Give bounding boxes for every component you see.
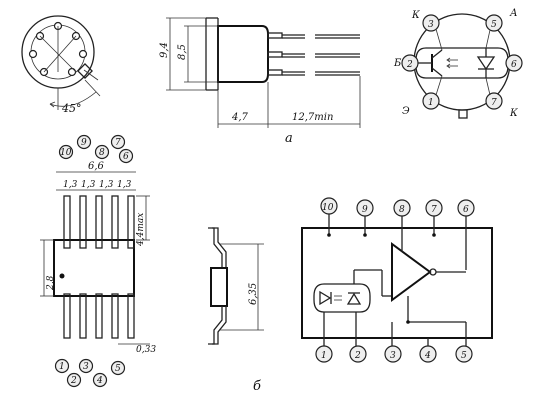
- dim-width: 6,6: [88, 161, 105, 172]
- dim-height-inner: 8,5: [177, 44, 188, 60]
- side-profile-b: 6,35 б: [208, 227, 264, 394]
- dim-pitch-1: 1,3: [63, 180, 78, 190]
- round-package-view: 45°: [21, 15, 101, 115]
- pin-b-10: 10: [322, 203, 334, 213]
- dip-package-view: 10 9 8 7 6 6,6 1,3 1,3 1,3 1,3: [40, 134, 156, 388]
- pin-b-10-top: 10: [60, 148, 72, 158]
- pin-a-2: 2: [406, 60, 413, 70]
- pin-b-4-bot: 4: [96, 376, 103, 386]
- pin-b-2-bot: 2: [70, 376, 77, 386]
- pin-a-3: 3: [428, 20, 434, 30]
- mark-k1: К: [411, 10, 420, 21]
- dim-lead-h: 4,4max: [136, 213, 146, 247]
- pin-b-9: 9: [362, 205, 368, 215]
- side-view-a: 9,4 8,5 4,7 12,7min а: [159, 17, 361, 146]
- mark-e: Э: [402, 106, 410, 117]
- pin-b-3-bot: 3: [83, 362, 89, 372]
- pin-b-5-bot: 5: [115, 364, 121, 374]
- mark-k2: К: [509, 108, 518, 119]
- dim-body-h: 2,8: [46, 275, 56, 291]
- dim-lead-w: 0,33: [136, 345, 156, 355]
- pin-b-7: 7: [431, 205, 437, 215]
- pin-a-5: 5: [491, 20, 497, 30]
- pin-b-1-bot: 1: [59, 362, 65, 372]
- dim-body-len: 4,7: [231, 112, 249, 123]
- pin-b-5: 5: [461, 351, 467, 361]
- dim-pitch-3: 1,3: [99, 180, 114, 190]
- pin-b-6-top: 6: [123, 152, 129, 162]
- pin-b-3: 3: [390, 351, 396, 361]
- dim-height-outer: 9,4: [159, 42, 170, 58]
- circuit-b: 10 9 8 7 6: [301, 197, 493, 363]
- section-label-b: б: [253, 379, 261, 394]
- pin-b-1: 1: [321, 351, 327, 361]
- pin-a-7: 7: [491, 98, 497, 108]
- angle-label: 45°: [61, 102, 82, 115]
- pin-b-9-top: 9: [81, 138, 87, 148]
- dim-lead-len: 12,7min: [292, 112, 333, 123]
- dim-pitch-4: 1,3: [117, 180, 132, 190]
- pin-b-4: 4: [424, 351, 431, 361]
- dim-pitch-2: 1,3: [81, 180, 96, 190]
- pin-b-2: 2: [354, 351, 361, 361]
- pin-b-6: 6: [463, 205, 469, 215]
- mark-a: А: [509, 8, 518, 19]
- section-label-a: а: [285, 131, 293, 146]
- pin-b-8: 8: [399, 205, 405, 215]
- pin-b-8-top: 8: [99, 148, 105, 158]
- dim-side-h: 6,35: [248, 283, 259, 305]
- mark-b: Б: [393, 58, 402, 69]
- pin-a-1: 1: [428, 98, 434, 108]
- pin-a-6: 6: [511, 60, 517, 70]
- pin-b-7-top: 7: [115, 138, 121, 148]
- pinout-a: 3 5 2 6 1 7 К А Б Э К: [393, 8, 523, 119]
